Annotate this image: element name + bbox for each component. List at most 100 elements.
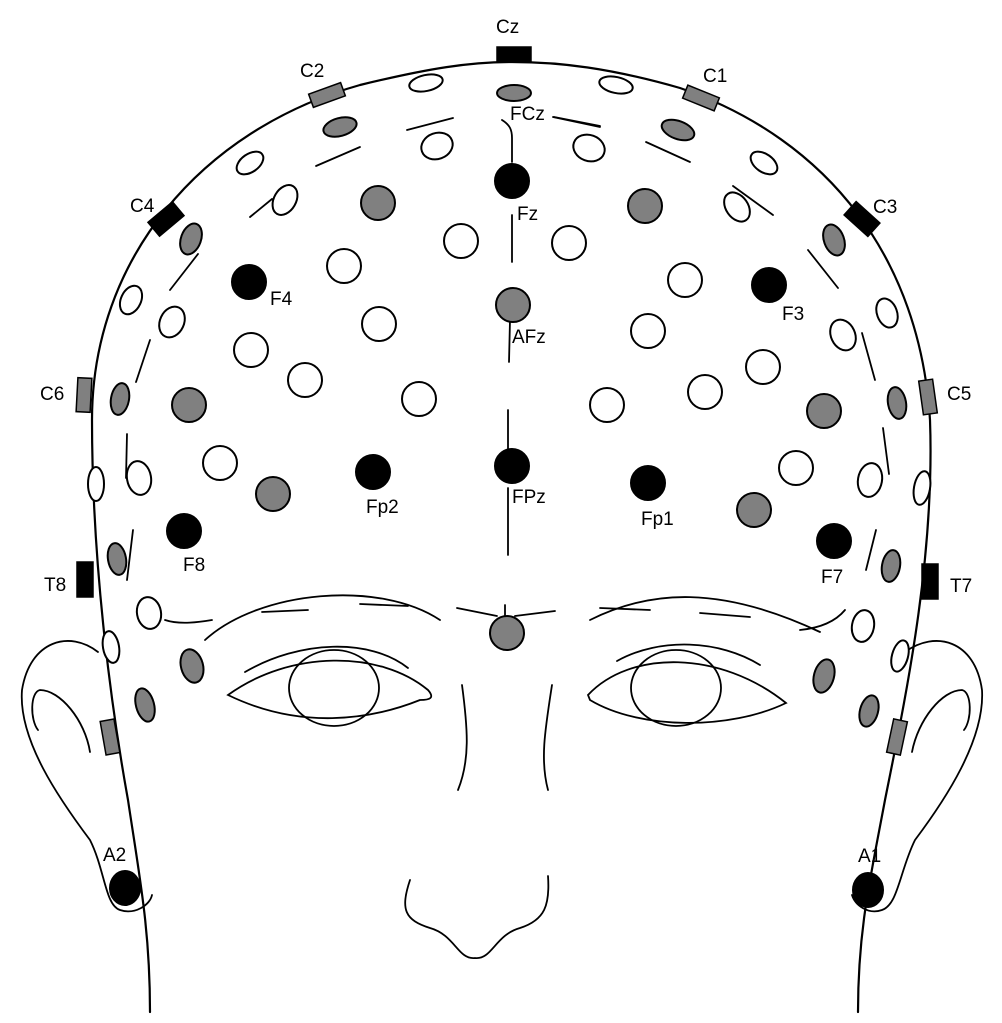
- label-fpz: FPz: [512, 487, 546, 508]
- electrode-white: [233, 332, 269, 368]
- marker-c4: [146, 200, 186, 238]
- electrodes: [87, 73, 932, 908]
- electrode-white: [401, 381, 437, 417]
- electrode-white: [235, 150, 265, 176]
- electrode-white: [101, 630, 121, 664]
- label-c2: C2: [300, 61, 324, 82]
- label-c5: C5: [947, 384, 971, 405]
- electrode-gray: [106, 542, 128, 576]
- electrode-white: [723, 191, 751, 223]
- electrode-f4: [231, 264, 267, 300]
- electrode-white: [408, 73, 444, 93]
- electrode-gray: [109, 382, 131, 416]
- label-c6: C6: [40, 384, 64, 405]
- label-a2: A2: [103, 845, 126, 866]
- electrode-gray: [880, 549, 902, 583]
- label-f8: F8: [183, 555, 205, 576]
- electrode-white: [829, 318, 857, 352]
- label-f3: F3: [782, 304, 804, 325]
- electrode-gray: [660, 118, 696, 142]
- label-a1: A1: [858, 846, 881, 867]
- electrode-white: [667, 262, 703, 298]
- electrode-white: [589, 387, 625, 423]
- electrode-gray: [627, 188, 663, 224]
- marker-c5: [917, 378, 939, 416]
- marker-c2: [307, 81, 347, 109]
- electrode-white: [572, 133, 606, 163]
- electrode-white: [856, 462, 884, 498]
- label-t7: T7: [950, 576, 972, 597]
- electrode-white: [630, 313, 666, 349]
- electrode-gray: [822, 223, 846, 257]
- electrode-white: [912, 470, 932, 506]
- electrode-white: [778, 450, 814, 486]
- label-fp2: Fp2: [366, 497, 399, 518]
- electrode-gray: [812, 658, 836, 694]
- marker-c6: [75, 376, 93, 414]
- label-f7: F7: [821, 567, 843, 588]
- electrode-f3: [751, 267, 787, 303]
- electrode-fz: [494, 163, 530, 199]
- electrode-white: [598, 75, 634, 95]
- electrode-white: [135, 596, 163, 630]
- electrode-a2: [109, 870, 141, 906]
- electrode-f8: [166, 513, 202, 549]
- marker-c3: [843, 200, 881, 238]
- inner-contour-lines: [125, 116, 890, 621]
- electrode-gray: [322, 116, 358, 138]
- electrode-white: [551, 225, 587, 261]
- electrode-afz: [495, 287, 531, 323]
- electrode-gray: [171, 387, 207, 423]
- electrode-nasion: [489, 615, 525, 651]
- marker-cz: [496, 46, 532, 63]
- electrode-white: [420, 131, 454, 161]
- electrode-white: [875, 297, 899, 329]
- electrode-gray: [134, 687, 156, 723]
- marker-t7: [921, 563, 939, 600]
- electrode-white: [326, 248, 362, 284]
- electrode-white: [890, 639, 910, 673]
- electrode-white: [287, 362, 323, 398]
- electrode-gray: [255, 476, 291, 512]
- electrode-fpz: [494, 448, 530, 484]
- label-c4: C4: [130, 196, 155, 217]
- electrode-gray: [496, 84, 532, 102]
- electrode-white: [158, 305, 186, 339]
- electrode-white: [749, 150, 779, 176]
- electrode-fp2: [355, 454, 391, 490]
- marker-ear-left: [885, 718, 909, 756]
- electrode-white: [361, 306, 397, 342]
- electrode-white: [687, 374, 723, 410]
- electrode-white: [202, 445, 238, 481]
- electrode-gray: [806, 393, 842, 429]
- edge-markers: [75, 46, 939, 756]
- label-fcz: FCz: [510, 104, 545, 125]
- label-fz: Fz: [517, 204, 538, 225]
- marker-t8: [76, 561, 94, 598]
- electrode-gray: [179, 222, 203, 256]
- electrode-white: [745, 349, 781, 385]
- fcz-leader-line: [553, 116, 601, 127]
- electrode-white: [850, 609, 876, 643]
- label-cz: Cz: [496, 17, 519, 38]
- electrode-f7: [816, 523, 852, 559]
- marker-ear-right: [99, 718, 121, 756]
- electrode-white: [443, 223, 479, 259]
- electrode-white: [271, 184, 299, 216]
- electrode-white: [125, 460, 153, 496]
- label-afz: AFz: [512, 327, 546, 348]
- electrode-gray: [886, 386, 908, 420]
- label-c3: C3: [873, 197, 897, 218]
- marker-c1: [681, 84, 721, 112]
- electrode-gray: [360, 185, 396, 221]
- electrode-gray: [179, 648, 205, 684]
- face-features: [164, 594, 846, 959]
- label-f4: F4: [270, 289, 293, 310]
- label-c1: C1: [703, 66, 727, 87]
- electrode-fp1: [630, 465, 666, 501]
- electrode-gray: [736, 492, 772, 528]
- electrode-gray: [858, 694, 880, 728]
- electrode-white: [118, 284, 144, 316]
- label-fp1: Fp1: [641, 509, 674, 530]
